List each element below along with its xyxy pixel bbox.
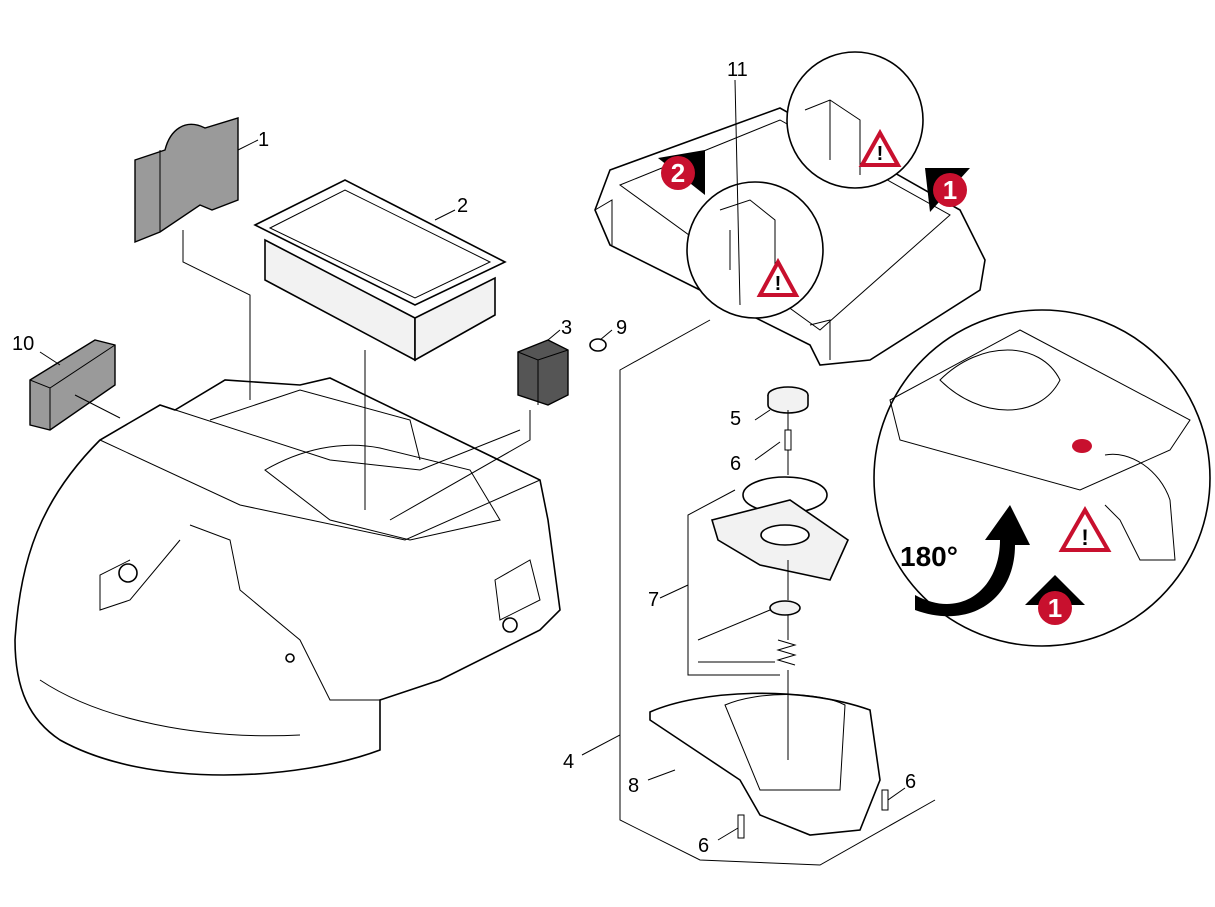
detail-inset-large	[873, 309, 1211, 647]
label-part-6-center: 6	[730, 453, 741, 475]
part-7-valve-assembly	[710, 476, 850, 666]
label-part-2: 2	[457, 195, 468, 217]
latch-mark-icon	[1072, 439, 1092, 453]
label-part-10: 10	[12, 333, 34, 355]
label-part-8: 8	[628, 775, 639, 797]
part-3-block	[517, 339, 569, 406]
label-part-1: 1	[258, 129, 269, 151]
svg-text:1: 1	[1048, 593, 1062, 623]
step-badge-1-bottom: 1	[1025, 575, 1085, 625]
warning-triangle-icon: !	[858, 128, 902, 167]
part-1-prefilter	[134, 117, 239, 244]
rotate-arrow-icon	[915, 505, 1030, 617]
part-9-ring	[589, 338, 607, 352]
svg-text:!: !	[1081, 525, 1088, 550]
warning-triangle-icon: !	[756, 257, 800, 297]
label-part-11: 11	[727, 59, 748, 81]
detail-inset-top	[786, 51, 924, 189]
label-part-4: 4	[563, 751, 574, 773]
main-housing	[14, 377, 561, 776]
part-8-float-cage	[649, 692, 881, 836]
part-2-flat-filter	[253, 179, 507, 362]
label-part-9: 9	[616, 317, 627, 339]
detail-inset-middle	[686, 181, 824, 319]
label-part-5: 5	[730, 408, 741, 430]
leader-lines	[39, 79, 936, 866]
part-6-screws	[737, 789, 889, 839]
label-part-6-bottom: 6	[698, 835, 709, 857]
label-part-6-right: 6	[905, 771, 916, 793]
part-6-screw-center	[784, 429, 792, 451]
rotation-label: 180°	[900, 541, 958, 572]
part-10-pad	[29, 339, 116, 431]
part-5-disc	[767, 386, 809, 414]
label-part-3: 3	[561, 317, 572, 339]
svg-text:!: !	[775, 273, 782, 295]
svg-text:2: 2	[671, 158, 685, 188]
svg-text:!: !	[877, 143, 884, 165]
svg-text:1: 1	[943, 175, 957, 205]
step-badge-1-top: 1	[925, 168, 970, 212]
label-part-7: 7	[648, 589, 659, 611]
warning-triangle-icon: !	[1058, 505, 1112, 552]
step-badge-2: 2	[658, 150, 705, 195]
